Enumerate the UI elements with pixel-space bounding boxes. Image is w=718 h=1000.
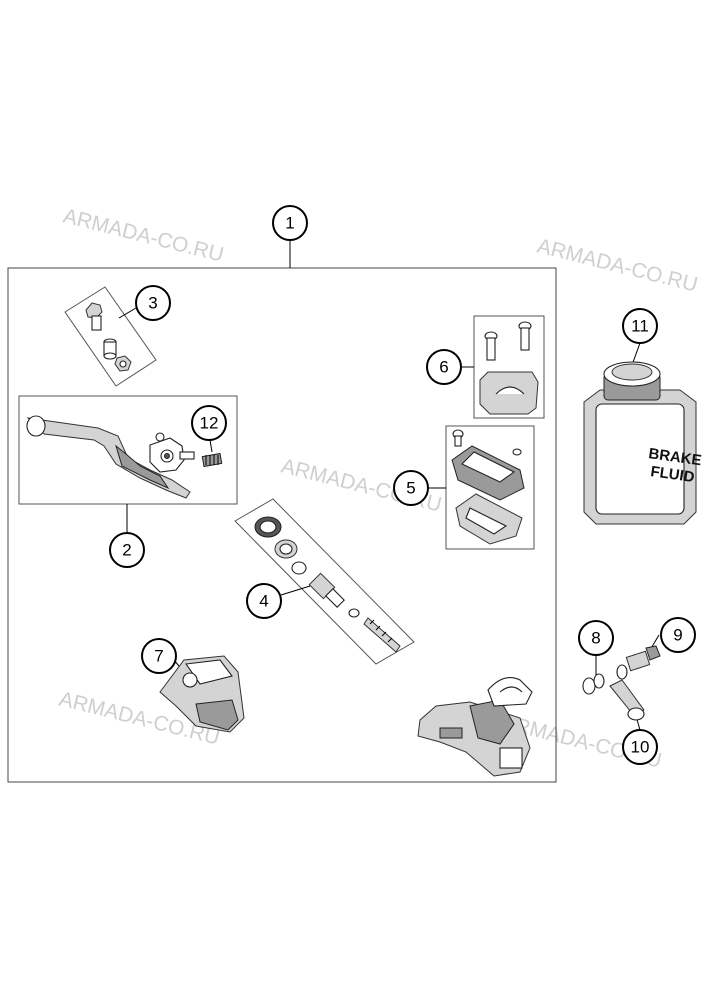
callout-1[interactable]: 1 [272,205,308,241]
part-7-master-cylinder-lid [159,655,245,733]
part-4-piston-kit [254,516,401,653]
leader-11 [631,342,641,366]
callout-label-5: 5 [406,479,415,498]
callout-label-4: 4 [259,592,268,611]
part-8-sealing-rings [582,664,628,695]
callout-label-11: 11 [631,317,649,336]
callout-label-10: 10 [631,738,650,757]
callout-12[interactable]: 12 [191,405,227,441]
assembly-frame [7,267,557,783]
callout-6[interactable]: 6 [426,349,462,385]
callout-label-1: 1 [285,214,294,233]
part-2-brake-lever [26,415,195,499]
part-10-banjo-fitting [609,679,645,721]
leader-12 [209,439,213,453]
callouts: 1 2 3 4 5 6 7 8 [109,205,696,765]
part-3-bolt-sleeve-nut [85,302,132,372]
part-5-reservoir-cover [451,429,525,545]
callout-3[interactable]: 3 [135,285,171,321]
callout-2[interactable]: 2 [109,532,145,568]
callout-8[interactable]: 8 [578,620,614,656]
callout-label-9: 9 [673,626,682,645]
callout-label-8: 8 [591,629,600,648]
callout-10[interactable]: 10 [622,729,658,765]
bottle-label-line2: FLUID [649,463,695,486]
part-9-banjo-bolt [625,645,661,672]
part-6-clamp-bolts [479,321,539,415]
callout-label-2: 2 [122,541,131,560]
callout-4[interactable]: 4 [246,583,282,619]
callout-label-12: 12 [200,414,219,433]
part-12-adjuster-screw [201,452,223,468]
callout-label-7: 7 [154,647,163,666]
leader-4 [280,585,311,596]
callout-9[interactable]: 9 [660,617,696,653]
leader-3 [118,307,137,319]
part-11-brake-fluid-bottle: BRAKE FLUID [583,361,703,525]
part-master-cylinder-body [417,677,533,777]
watermark-2: ARMADA-CO.RU [535,235,700,297]
watermark-1: ARMADA-CO.RU [61,205,226,267]
callout-7[interactable]: 7 [141,638,177,674]
callout-11[interactable]: 11 [622,308,658,344]
callout-label-3: 3 [148,294,157,313]
callout-label-6: 6 [439,358,448,377]
callout-5[interactable]: 5 [393,470,429,506]
